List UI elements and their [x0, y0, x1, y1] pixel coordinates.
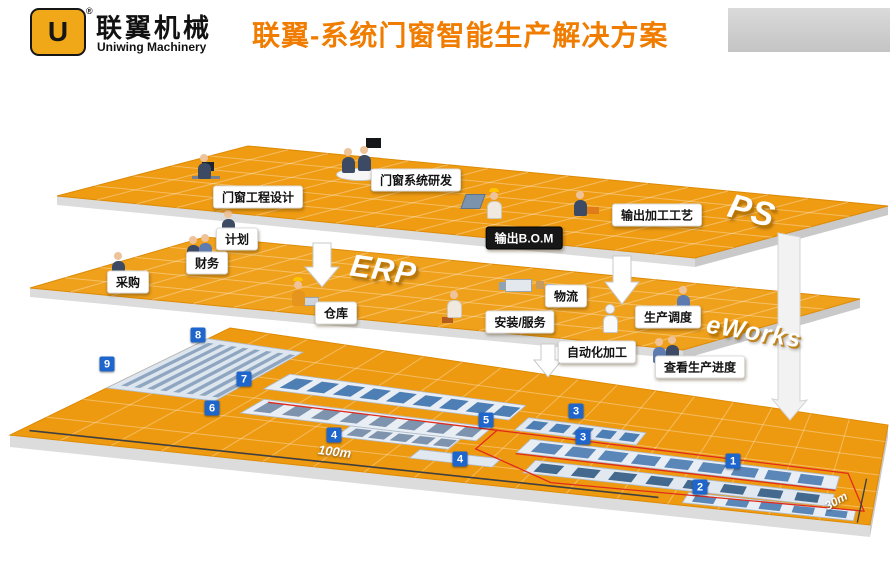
- number-badge: 3: [568, 403, 584, 419]
- warehouse-worker-icon: [290, 277, 306, 306]
- truck-icon: [505, 279, 532, 292]
- presentation-screen-icon: [366, 138, 381, 148]
- label-finance: 财务: [185, 251, 229, 275]
- number-badge: 4: [452, 451, 468, 467]
- label-plan: 计划: [215, 227, 259, 251]
- label-logistics: 物流: [544, 284, 588, 308]
- brand-name-cn: 联翼机械: [96, 13, 213, 43]
- designer-icon: [196, 154, 212, 179]
- label-output-process: 输出加工工艺: [611, 203, 703, 227]
- brand-name-en: Uniwing Machinery: [97, 40, 207, 54]
- label-purchase: 采购: [106, 270, 150, 294]
- number-badge: 4: [326, 427, 342, 443]
- number-badge: 1: [725, 453, 741, 469]
- toolbox-icon: [442, 317, 453, 323]
- laptop-icon: [587, 207, 599, 214]
- header-gray-bar: [728, 8, 890, 52]
- label-output-bom: 输出B.O.M: [485, 226, 563, 250]
- label-window-system-rd: 门窗系统研发: [370, 168, 462, 192]
- uniwing-logo-icon: U: [30, 8, 86, 56]
- label-view-progress: 查看生产进度: [654, 355, 746, 379]
- number-badge: 6: [204, 400, 220, 416]
- connector-ribbon: [770, 232, 809, 421]
- registered-mark: ®: [86, 6, 93, 16]
- poster-title: 联翼-系统门窗智能生产解决方案: [252, 20, 669, 51]
- robot-icon: [602, 304, 618, 333]
- label-auto-processing: 自动化加工: [557, 340, 637, 364]
- meeting-person-icon: [340, 148, 356, 173]
- number-badge: 3: [575, 429, 591, 445]
- engineer-icon: [486, 188, 502, 219]
- factory-machines: [105, 338, 857, 522]
- crate-icon: [536, 281, 544, 289]
- laptop-person-icon: [572, 191, 588, 216]
- truck-cab-icon: [499, 282, 507, 290]
- number-badge: 2: [692, 479, 708, 495]
- down-arrow-icon: [603, 255, 641, 305]
- label-door-engineering: 门窗工程设计: [212, 185, 304, 209]
- label-production-dispatch: 生产调度: [634, 305, 702, 329]
- number-badge: 7: [236, 371, 252, 387]
- number-badge: 5: [478, 412, 494, 428]
- number-badge: 9: [99, 356, 115, 372]
- number-badge: 8: [190, 327, 206, 343]
- down-arrow-icon: [303, 242, 341, 288]
- logo-letter: U: [47, 16, 69, 47]
- service-worker-icon: [446, 291, 462, 318]
- meeting-person-icon: [356, 146, 372, 171]
- label-install-service: 安装/服务: [485, 310, 555, 334]
- header-bar: U ® 联翼机械 Uniwing Machinery 联翼-系统门窗智能生产解决…: [0, 0, 890, 64]
- down-arrow-icon: [532, 343, 564, 378]
- label-warehouse: 仓库: [314, 301, 358, 325]
- factory-flow-lines: [29, 401, 868, 523]
